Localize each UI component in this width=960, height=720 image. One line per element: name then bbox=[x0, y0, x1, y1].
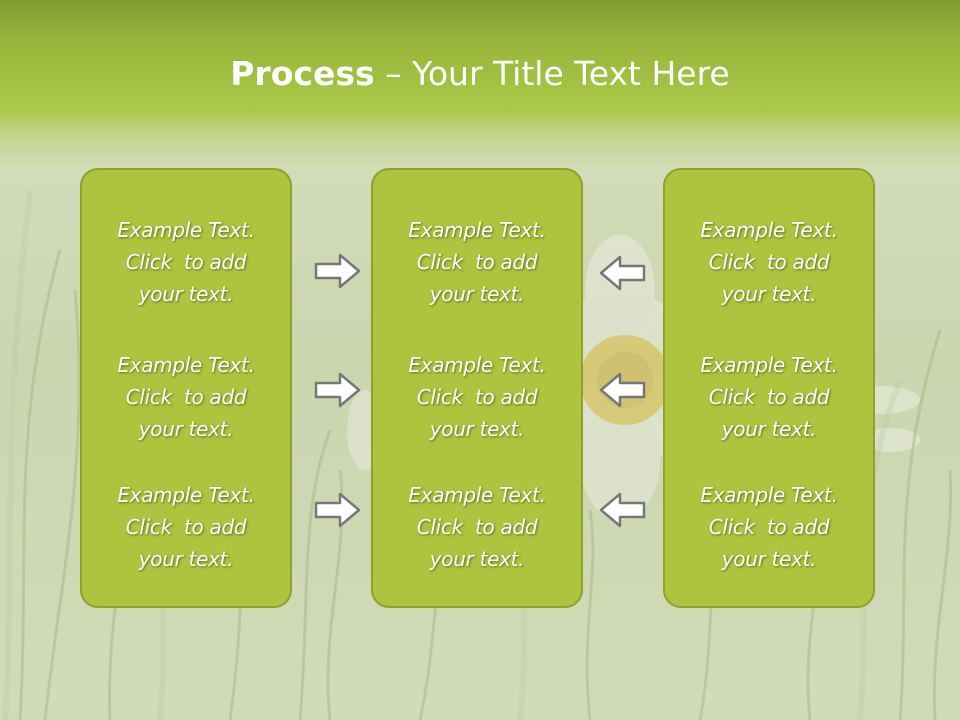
text-line: your text. bbox=[138, 417, 234, 441]
arrow-right-icon[interactable] bbox=[314, 252, 362, 290]
text-line: your text. bbox=[138, 282, 234, 306]
text-line: your text. bbox=[721, 417, 817, 441]
text-line: Click to add bbox=[416, 250, 538, 274]
title-rest-text: – Your Title Text Here bbox=[374, 54, 730, 93]
text-line: your text. bbox=[721, 547, 817, 571]
text-line: your text. bbox=[429, 417, 525, 441]
text-line: Click to add bbox=[416, 515, 538, 539]
text-line: Example Text. bbox=[117, 483, 255, 507]
text-line: your text. bbox=[138, 547, 234, 571]
text-line: Example Text. bbox=[117, 353, 255, 377]
arrow-left-icon[interactable] bbox=[598, 254, 646, 292]
text-line: Example Text. bbox=[700, 353, 838, 377]
panel-text-block[interactable]: Example Text. Click to add your text. bbox=[665, 479, 873, 575]
text-line: Example Text. bbox=[408, 353, 546, 377]
arrow-left-icon[interactable] bbox=[598, 491, 646, 529]
text-line: Click to add bbox=[416, 385, 538, 409]
process-panel-right[interactable]: Example Text. Click to add your text. Ex… bbox=[663, 168, 875, 608]
text-line: your text. bbox=[721, 282, 817, 306]
text-line: your text. bbox=[429, 282, 525, 306]
process-panel-left[interactable]: Example Text. Click to add your text. Ex… bbox=[80, 168, 292, 608]
text-line: Click to add bbox=[708, 515, 830, 539]
panel-text-block[interactable]: Example Text. Click to add your text. bbox=[82, 214, 290, 310]
text-line: Click to add bbox=[125, 515, 247, 539]
text-line: Click to add bbox=[125, 250, 247, 274]
text-line: Click to add bbox=[708, 385, 830, 409]
panel-text-block[interactable]: Example Text. Click to add your text. bbox=[373, 214, 581, 310]
text-line: Example Text. bbox=[700, 218, 838, 242]
panel-text-block[interactable]: Example Text. Click to add your text. bbox=[373, 479, 581, 575]
process-panel-center[interactable]: Example Text. Click to add your text. Ex… bbox=[371, 168, 583, 608]
text-line: Example Text. bbox=[408, 218, 546, 242]
slide-title[interactable]: Process – Your Title Text Here bbox=[0, 52, 960, 96]
text-line: Click to add bbox=[708, 250, 830, 274]
arrow-right-icon[interactable] bbox=[314, 491, 362, 529]
text-line: Click to add bbox=[125, 385, 247, 409]
text-line: Example Text. bbox=[117, 218, 255, 242]
title-bold-text: Process bbox=[230, 54, 375, 93]
arrow-right-icon[interactable] bbox=[314, 371, 362, 409]
panel-text-block[interactable]: Example Text. Click to add your text. bbox=[665, 214, 873, 310]
panel-text-block[interactable]: Example Text. Click to add your text. bbox=[82, 349, 290, 445]
text-line: Example Text. bbox=[700, 483, 838, 507]
panel-text-block[interactable]: Example Text. Click to add your text. bbox=[665, 349, 873, 445]
text-line: your text. bbox=[429, 547, 525, 571]
panel-text-block[interactable]: Example Text. Click to add your text. bbox=[82, 479, 290, 575]
arrow-left-icon[interactable] bbox=[598, 371, 646, 409]
panel-text-block[interactable]: Example Text. Click to add your text. bbox=[373, 349, 581, 445]
text-line: Example Text. bbox=[408, 483, 546, 507]
